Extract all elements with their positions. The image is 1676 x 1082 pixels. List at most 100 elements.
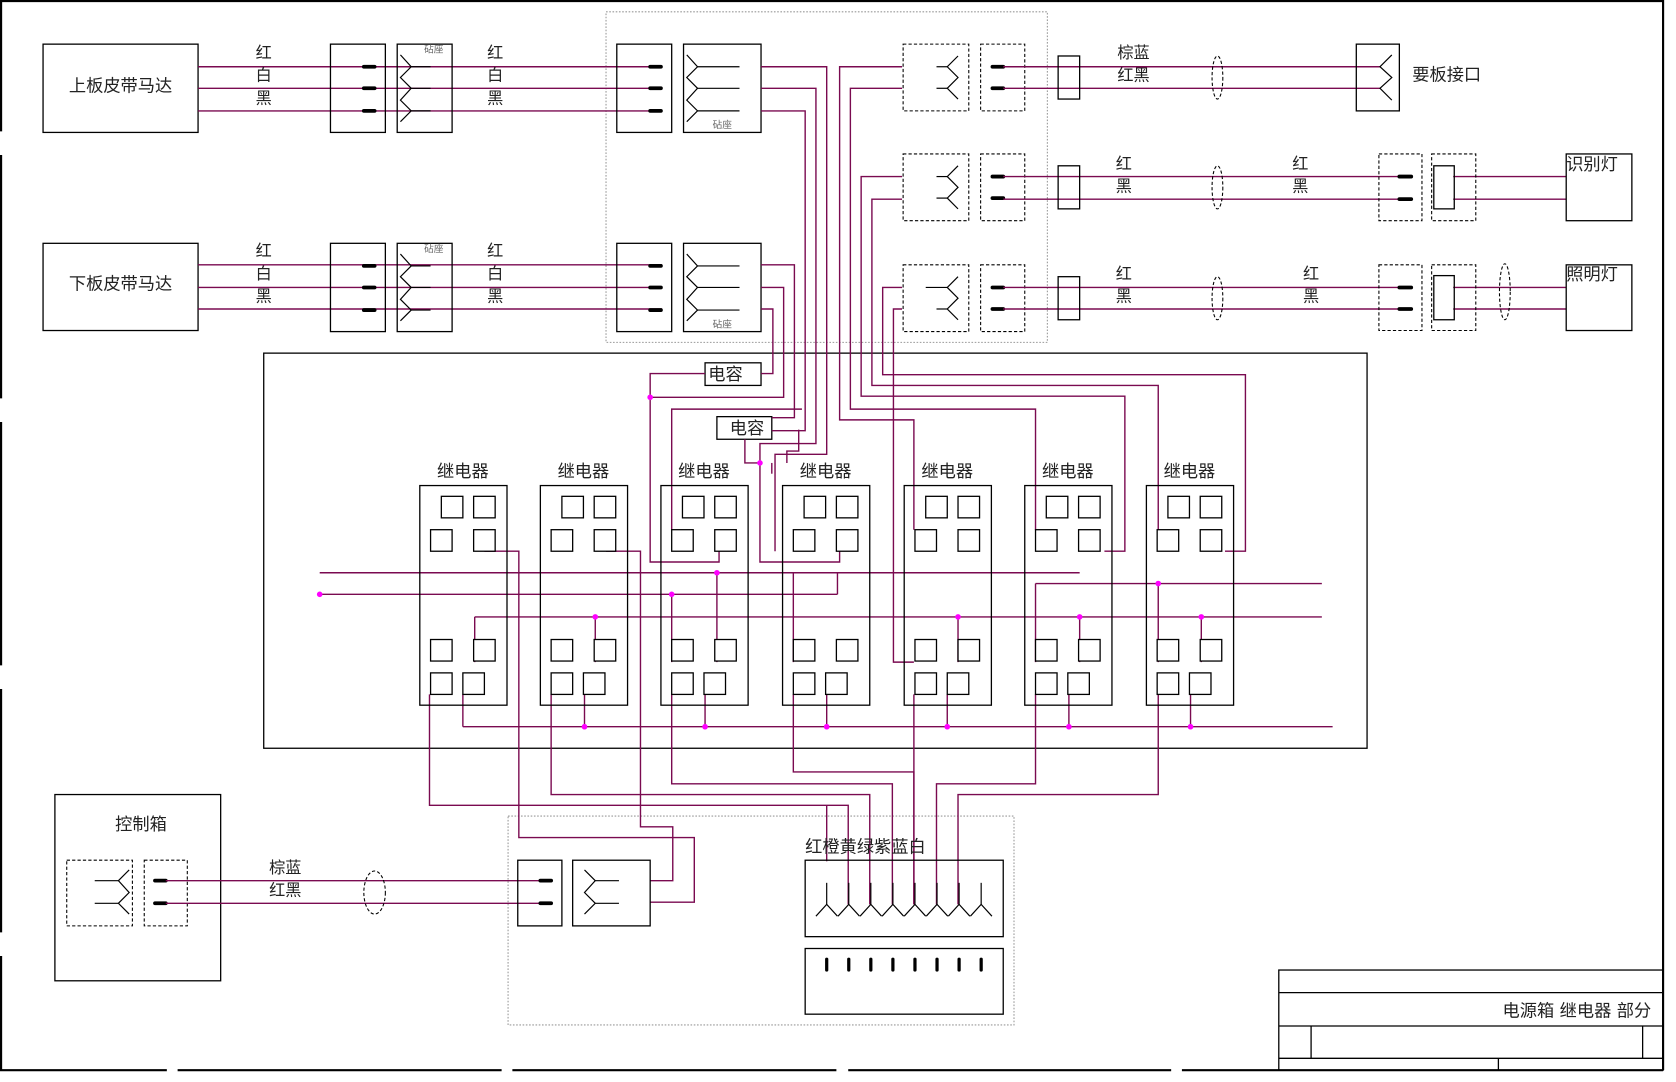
relay-terminal xyxy=(551,640,573,662)
relay-2: 继电器 xyxy=(540,462,627,705)
capacitor-1: 电容 xyxy=(705,363,761,386)
svg-text:白: 白 xyxy=(256,66,272,85)
relay-terminal xyxy=(682,496,704,518)
junction-dot xyxy=(317,591,323,597)
connector-contact xyxy=(838,904,860,916)
relay-terminal xyxy=(1157,530,1179,552)
relay-terminal xyxy=(1079,496,1101,518)
svg-text:电容: 电容 xyxy=(730,419,764,439)
plug-housing xyxy=(981,154,1025,221)
relay-terminal xyxy=(431,673,453,695)
svg-text:白: 白 xyxy=(487,264,503,283)
title-block: 电源箱 继电器 部分 xyxy=(1279,970,1663,1070)
connector-contact xyxy=(904,904,926,916)
socket-label: 砧座 xyxy=(713,118,733,131)
motor-lower-label: 下板皮带马达 xyxy=(69,275,172,295)
relay-terminal xyxy=(804,496,826,518)
relay-terminal xyxy=(915,530,937,552)
svg-text:红: 红 xyxy=(1292,154,1308,173)
relay-terminal xyxy=(836,640,858,662)
svg-text:白: 白 xyxy=(256,264,272,283)
relay-3: 继电器 xyxy=(661,462,748,705)
junction-dot xyxy=(592,614,598,620)
relay-terminal xyxy=(793,530,815,552)
junction-dot xyxy=(1077,614,1083,620)
relay-terminal xyxy=(715,530,737,552)
junction-dot xyxy=(955,614,961,620)
svg-text:红: 红 xyxy=(1303,264,1319,283)
plug-housing xyxy=(981,44,1025,111)
relay-terminal xyxy=(1200,496,1222,518)
relay-label: 继电器 xyxy=(921,462,973,482)
relay-terminal xyxy=(551,530,573,552)
relays: 继电器继电器继电器继电器继电器继电器继电器 xyxy=(420,462,1234,705)
two-pin-connectors xyxy=(903,44,1025,331)
socket-label: 砧座 xyxy=(424,43,444,56)
relay-terminal xyxy=(1200,530,1222,552)
relay-terminal xyxy=(672,640,694,662)
connector-contact xyxy=(816,904,838,916)
svg-text:黑: 黑 xyxy=(256,88,272,107)
relay-terminal xyxy=(836,496,858,518)
relay-terminal xyxy=(1036,640,1058,662)
svg-text:红: 红 xyxy=(487,43,503,62)
relay-terminal xyxy=(958,496,980,518)
relay-terminal xyxy=(1189,673,1211,695)
relay-terminal xyxy=(793,640,815,662)
relay-terminal xyxy=(474,496,496,518)
junction-dot xyxy=(757,460,763,466)
svg-text:棕蓝: 棕蓝 xyxy=(1117,43,1149,62)
relay-terminal xyxy=(672,673,694,695)
relay-label: 继电器 xyxy=(678,462,730,482)
relay-label: 继电器 xyxy=(1042,462,1094,482)
svg-text:红: 红 xyxy=(1116,264,1132,283)
svg-text:黑: 黑 xyxy=(1116,286,1132,305)
connector-contact xyxy=(860,904,882,916)
relay-terminal xyxy=(551,673,573,695)
junction-dot xyxy=(669,591,675,597)
socket-contacts xyxy=(947,166,958,209)
relay-terminal xyxy=(1079,640,1101,662)
svg-text:黑: 黑 xyxy=(256,286,272,305)
svg-text:电容: 电容 xyxy=(708,365,742,385)
motor-upper-label: 上板皮带马达 xyxy=(69,77,172,97)
drawing-title: 电源箱 继电器 部分 xyxy=(1503,1001,1652,1021)
relay-terminal xyxy=(947,673,969,695)
relay-terminal xyxy=(915,640,937,662)
relay-terminal xyxy=(958,640,980,662)
socket-contacts xyxy=(947,277,958,320)
motor-lower: 下板皮带马达 xyxy=(43,243,198,330)
relay-terminal xyxy=(715,496,737,518)
svg-text:黑: 黑 xyxy=(487,286,503,305)
relay-terminal xyxy=(672,530,694,552)
relay-terminal xyxy=(1036,530,1058,552)
control-connector xyxy=(518,860,650,926)
relay-terminal xyxy=(1168,496,1190,518)
junction-dot xyxy=(1198,614,1204,620)
svg-text:红: 红 xyxy=(487,241,503,260)
junction-dot xyxy=(1155,581,1161,587)
relay-terminal xyxy=(594,640,616,662)
lamp-plug-pins xyxy=(1399,177,1411,309)
relay-terminal xyxy=(431,530,453,552)
lamp-illumination: 照明灯 xyxy=(1379,265,1632,331)
svg-text:黑: 黑 xyxy=(487,88,503,107)
board-interface: 要板接口 xyxy=(1356,44,1481,111)
lamp-illumination-label: 照明灯 xyxy=(1566,265,1618,285)
relay-terminal xyxy=(1068,673,1090,695)
svg-text:黑: 黑 xyxy=(1116,177,1132,196)
svg-text:棕蓝: 棕蓝 xyxy=(269,858,301,877)
relay-terminal xyxy=(836,530,858,552)
socket-housing xyxy=(903,265,969,332)
relay-terminal xyxy=(704,673,726,695)
relay-terminal xyxy=(431,640,453,662)
connector-contact xyxy=(948,904,970,916)
color-connector-label: 红橙黄绿紫蓝白 xyxy=(805,838,926,858)
relay-terminal xyxy=(958,530,980,552)
relay-terminal xyxy=(1157,640,1179,662)
svg-text:红黑: 红黑 xyxy=(1117,66,1149,85)
relay-4: 继电器 xyxy=(783,462,870,705)
junction-dot xyxy=(944,724,950,730)
